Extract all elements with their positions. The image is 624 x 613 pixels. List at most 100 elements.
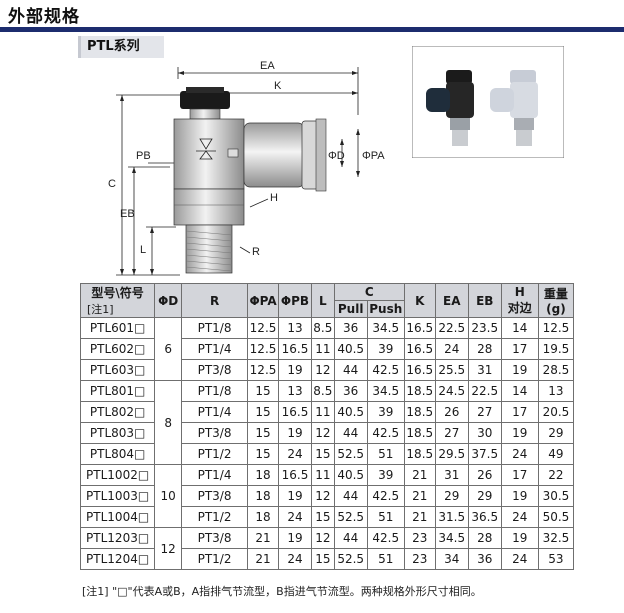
h-cell: 17 <box>500 338 539 360</box>
pb-cell: 13 <box>278 317 312 339</box>
pa-cell: 18 <box>247 506 279 528</box>
h-cell: 24 <box>500 548 539 570</box>
header-model: 型号\符号 [注1] <box>79 283 156 318</box>
pa-cell: 12.5 <box>247 317 279 339</box>
l-cell: 11 <box>311 464 335 486</box>
eb-cell: 37.5 <box>467 443 502 465</box>
eb-cell: 36.5 <box>467 506 502 528</box>
c-push-cell: 39 <box>366 464 405 486</box>
section-title: 外部规格 <box>8 7 80 27</box>
pb-cell: 19 <box>278 359 312 381</box>
l-cell: 11 <box>311 401 335 423</box>
weight-cell: 50.5 <box>537 506 575 528</box>
pa-cell: 18 <box>247 485 279 507</box>
table-footnote: [注1] "□"代表A或B，A指排气节流型，B指进气节流型。两种规格外形尺寸相同… <box>82 585 482 598</box>
label-ea: EA <box>260 60 275 72</box>
eb-cell: 31 <box>467 359 502 381</box>
weight-cell: 12.5 <box>537 317 575 339</box>
c-pull-cell: 40.5 <box>333 464 368 486</box>
model-cell: PTL1003□ <box>79 485 156 507</box>
pb-cell: 19 <box>278 527 312 549</box>
pa-cell: 15 <box>247 443 279 465</box>
eb-cell: 28 <box>467 527 502 549</box>
ea-cell: 25.5 <box>434 359 469 381</box>
h-cell: 19 <box>500 485 539 507</box>
model-cell: PTL603□ <box>79 359 156 381</box>
r-cell: PT3/8 <box>181 422 249 444</box>
c-pull-cell: 36 <box>333 380 368 402</box>
model-cell: PTL1002□ <box>79 464 156 486</box>
product-photo <box>412 46 564 158</box>
pa-cell: 15 <box>247 422 279 444</box>
label-k: K <box>274 80 282 92</box>
label-c: C <box>108 178 116 190</box>
weight-cell: 29 <box>537 422 575 444</box>
eb-cell: 27 <box>467 401 502 423</box>
k-cell: 21 <box>403 464 436 486</box>
weight-cell: 22 <box>537 464 575 486</box>
pa-cell: 21 <box>247 548 279 570</box>
c-push-cell: 42.5 <box>366 359 405 381</box>
ea-cell: 31 <box>434 464 469 486</box>
label-pa: ΦPA <box>362 150 385 162</box>
weight-cell: 53 <box>537 548 575 570</box>
header-c: C <box>333 283 405 301</box>
pa-cell: 15 <box>247 401 279 423</box>
ea-cell: 34 <box>434 548 469 570</box>
weight-cell: 19.5 <box>537 338 575 360</box>
pb-cell: 13 <box>278 380 312 402</box>
weight-cell: 13 <box>537 380 575 402</box>
weight-cell: 30.5 <box>537 485 575 507</box>
h-cell: 14 <box>500 380 539 402</box>
c-pull-cell: 44 <box>333 485 368 507</box>
pb-cell: 19 <box>278 485 312 507</box>
h-cell: 14 <box>500 317 539 339</box>
r-cell: PT1/2 <box>181 443 249 465</box>
model-cell: PTL1004□ <box>79 506 156 528</box>
diameter-cell: 12 <box>154 527 183 570</box>
r-cell: PT1/4 <box>181 401 249 423</box>
pa-cell: 15 <box>247 380 279 402</box>
weight-cell: 20.5 <box>537 401 575 423</box>
pb-cell: 24 <box>278 548 312 570</box>
k-cell: 21 <box>403 485 436 507</box>
k-cell: 18.5 <box>403 380 436 402</box>
dimension-drawing: EA K C PB EB L H R ΦD ΦPA <box>108 60 385 276</box>
model-cell: PTL804□ <box>79 443 156 465</box>
r-cell: PT1/4 <box>181 338 249 360</box>
k-cell: 23 <box>403 527 436 549</box>
k-cell: 21 <box>403 506 436 528</box>
ea-cell: 27 <box>434 422 469 444</box>
r-cell: PT3/8 <box>181 359 249 381</box>
ea-cell: 26 <box>434 401 469 423</box>
model-cell: PTL602□ <box>79 338 156 360</box>
eb-cell: 29 <box>467 485 502 507</box>
l-cell: 12 <box>311 422 335 444</box>
l-cell: 15 <box>311 548 335 570</box>
spec-table: 型号\符号 [注1] ΦD R ΦPA ΦPB L C K EA EB H 对边… <box>79 283 575 570</box>
pa-cell: 21 <box>247 527 279 549</box>
weight-cell: 32.5 <box>537 527 575 549</box>
diameter-cell: 10 <box>154 464 183 528</box>
h-cell: 24 <box>500 443 539 465</box>
l-cell: 8.5 <box>311 380 335 402</box>
c-push-cell: 39 <box>366 401 405 423</box>
k-cell: 23 <box>403 548 436 570</box>
eb-cell: 22.5 <box>467 380 502 402</box>
l-cell: 11 <box>311 338 335 360</box>
c-pull-cell: 40.5 <box>333 401 368 423</box>
pb-cell: 24 <box>278 506 312 528</box>
label-eb: EB <box>120 208 135 220</box>
model-cell: PTL802□ <box>79 401 156 423</box>
h-cell: 19 <box>500 527 539 549</box>
l-cell: 12 <box>311 485 335 507</box>
h-cell: 24 <box>500 506 539 528</box>
k-cell: 18.5 <box>403 401 436 423</box>
